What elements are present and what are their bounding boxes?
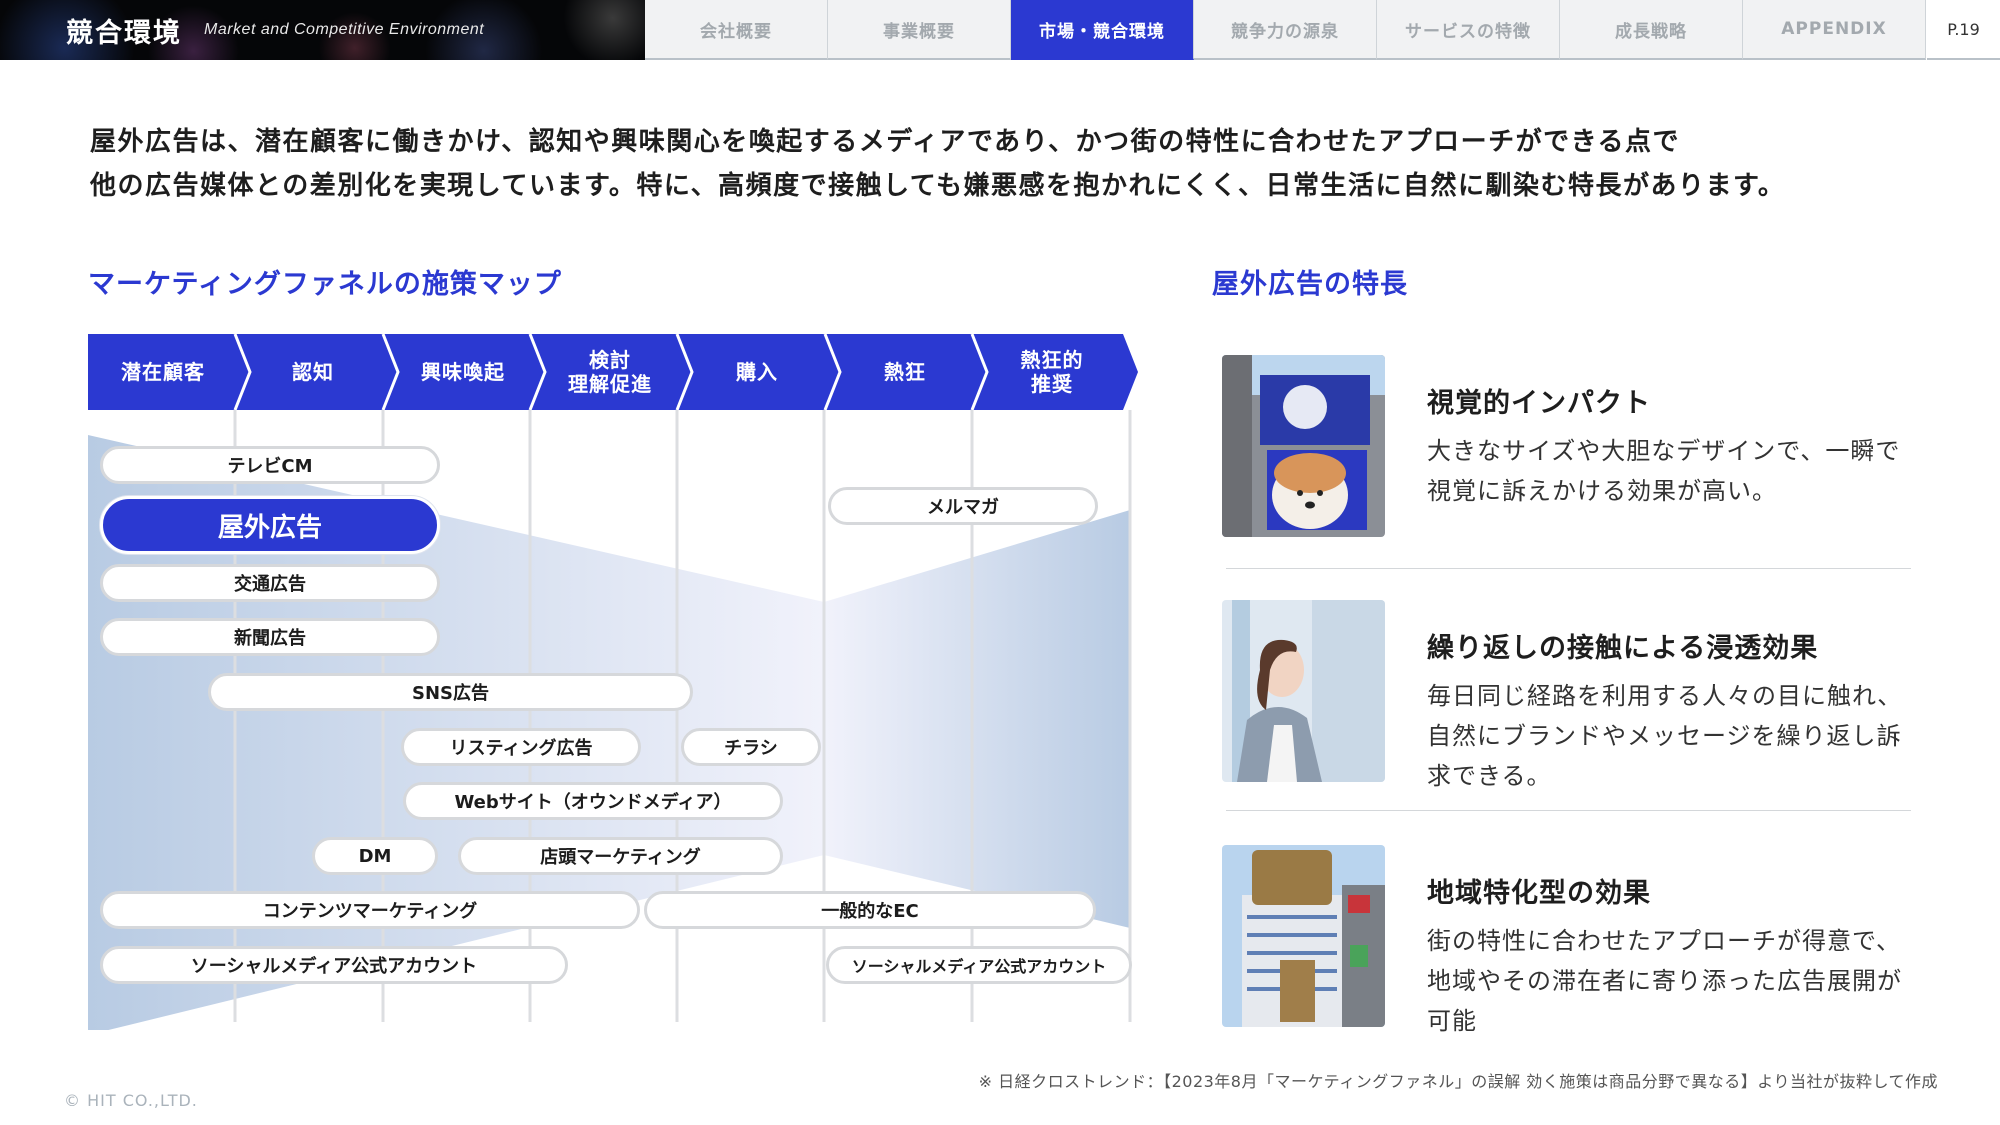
- top-navigation-bar: 競合環境 Market and Competitive Environment …: [0, 0, 2000, 60]
- measure-transit-ads: 交通広告: [100, 564, 440, 602]
- feature-local-specific: 地域特化型の効果 街の特性に合わせたアプローチが得意で、地域やその滞在者に寄り添…: [1222, 845, 1912, 1035]
- funnel-stage-enthusiasm: 熱狂: [884, 360, 926, 384]
- measure-outdoor-ads-highlight: 屋外広告: [100, 496, 440, 554]
- feature-description: 街の特性に合わせたアプローチが得意で、地域やその滞在者に寄り添った広告展開が可能: [1427, 927, 1902, 1035]
- lead-line-1: 屋外広告は、潜在顧客に働きかけ、認知や興味関心を喚起するメディアであり、かつ街の…: [90, 127, 1681, 157]
- measure-content-marketing: コンテンツマーケティング: [100, 891, 640, 929]
- measure-sns-ads: SNS広告: [208, 673, 693, 711]
- funnel-stage-awareness: 認知: [292, 360, 334, 384]
- measure-owned-media: Webサイト（オウンドメディア）: [403, 782, 783, 820]
- feature-divider: [1226, 568, 1911, 569]
- funnel-map-title: マーケティングファネルの施策マップ: [88, 269, 562, 300]
- billboard-dog-photo-icon: [1222, 355, 1385, 537]
- feature-repeated-exposure: 繰り返しの接触による浸透効果 毎日同じ経路を利用する人々の目に触れ、自然にブラン…: [1222, 600, 1912, 790]
- copyright: © HIT CO.,LTD.: [64, 1091, 198, 1110]
- feature-description: 大きなサイズや大胆なデザインで、一瞬で視覚に訴えかける効果が高い。: [1427, 437, 1901, 505]
- funnel-stage-advocacy: 熱狂的 推奨: [1020, 348, 1084, 396]
- section-header: 競合環境 Market and Competitive Environment: [0, 0, 645, 60]
- measure-direct-mail: DM: [312, 837, 438, 875]
- feature-description: 毎日同じ経路を利用する人々の目に触れ、自然にブランドやメッセージを繰り返し訴求で…: [1427, 682, 1903, 790]
- source-footnote: ※ 日経クロストレンド：【2023年8月「マーケティングファネル」の誤解 効く施…: [978, 1072, 1938, 1091]
- tab-business-overview[interactable]: 事業概要: [828, 0, 1011, 60]
- building-billboard-photo-icon: [1222, 845, 1385, 1027]
- measure-tv-cm: テレビCM: [100, 446, 440, 484]
- tab-growth-strategy[interactable]: 成長戦略: [1560, 0, 1743, 60]
- tab-appendix[interactable]: APPENDIX: [1743, 0, 1926, 60]
- feature-visual-impact: 視覚的インパクト 大きなサイズや大胆なデザインで、一瞬で視覚に訴えかける効果が高…: [1222, 355, 1912, 540]
- funnel-stage-potential: 潜在顧客: [121, 360, 205, 384]
- feature-title: 地域特化型の効果: [1427, 878, 1651, 909]
- funnel-stage-purchase: 購入: [736, 360, 778, 384]
- features-title: 屋外広告の特長: [1212, 269, 1408, 300]
- measure-social-accounts-right: ソーシャルメディア公式アカウント: [826, 946, 1132, 984]
- measure-newspaper-ads: 新聞広告: [100, 618, 440, 656]
- measure-social-accounts-left: ソーシャルメディア公式アカウント: [100, 946, 568, 984]
- page-number: P.19: [1927, 0, 2000, 60]
- funnel-map: 潜在顧客 認知 興味喚起 検討 理解促進 購入 熱狂 熱狂的 推奨: [88, 334, 1138, 1034]
- measure-flyers: チラシ: [681, 728, 821, 766]
- feature-title: 視覚的インパクト: [1427, 388, 1651, 419]
- lead-paragraph: 屋外広告は、潜在顧客に働きかけ、認知や興味関心を喚起するメディアであり、かつ街の…: [90, 120, 1950, 208]
- section-tabs: 会社概要 事業概要 市場・競合環境 競争力の源泉 サービスの特徴 成長戦略 AP…: [645, 0, 1926, 60]
- tab-company-overview[interactable]: 会社概要: [645, 0, 828, 60]
- tab-market-competition[interactable]: 市場・競合環境: [1011, 0, 1194, 60]
- measure-general-ec: 一般的なEC: [644, 891, 1096, 929]
- feature-title: 繰り返しの接触による浸透効果: [1427, 633, 1819, 664]
- measure-newsletter: メルマガ: [828, 487, 1098, 525]
- woman-looking-up-photo-icon: [1222, 600, 1385, 782]
- section-subtitle: Market and Competitive Environment: [204, 21, 485, 38]
- lead-line-2: 他の広告媒体との差別化を実現しています。特に、高頻度で接触しても嫌悪感を抱かれに…: [90, 171, 1786, 201]
- section-title: 競合環境: [66, 17, 182, 49]
- measure-listing-ads: リスティング広告: [401, 728, 641, 766]
- measure-in-store-marketing: 店頭マーケティング: [458, 837, 783, 875]
- funnel-stage-consideration: 検討 理解促進: [568, 348, 652, 396]
- funnel-stage-interest: 興味喚起: [421, 360, 505, 384]
- tab-service-features[interactable]: サービスの特徴: [1377, 0, 1560, 60]
- tab-competitive-source[interactable]: 競争力の源泉: [1194, 0, 1377, 60]
- feature-divider: [1226, 810, 1911, 811]
- funnel-stage-bar: [88, 334, 1138, 410]
